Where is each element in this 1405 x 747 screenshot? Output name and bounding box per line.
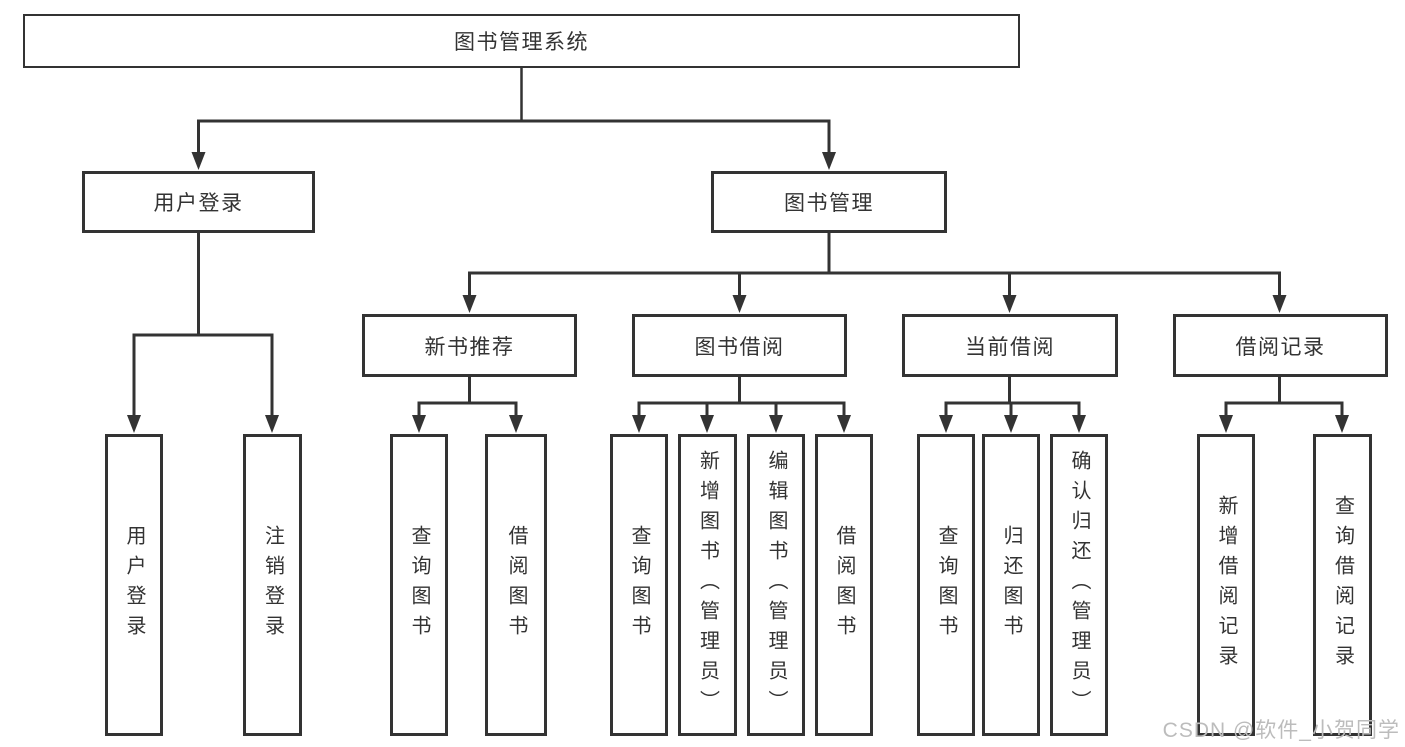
node-label: 查询借阅记录: [1331, 495, 1354, 675]
node-query-books-borrowing: 查询图书: [610, 434, 668, 736]
node-label: 借阅图书: [505, 525, 527, 645]
node-query-books-newbooks: 查询图书: [390, 434, 448, 736]
node-label: 编辑图书（管理员）: [765, 450, 787, 720]
node-label: 当前借阅: [965, 335, 1055, 359]
csdn-watermark: CSDN @软件_小贺同学: [1162, 719, 1400, 742]
edge-book-management-to-level3: [462, 231, 1287, 313]
node-label: 查询图书: [628, 525, 650, 645]
node-label: 用户登录: [153, 192, 244, 215]
node-borrow-books-borrowing: 借阅图书: [815, 434, 873, 736]
edge-root-to-level2: [191, 66, 836, 170]
edge-user-login-to-leaves: [127, 231, 279, 433]
node-label: 借阅图书: [833, 525, 855, 645]
node-edit-books-admin: 编辑图书（管理员）: [747, 434, 805, 736]
node-label: 归还图书: [1000, 525, 1022, 645]
node-label: 查询图书: [935, 525, 957, 645]
node-label: 新书推荐: [424, 335, 515, 359]
node-new-books: 新书推荐: [362, 314, 577, 377]
node-return-books: 归还图书: [982, 434, 1040, 736]
node-label: 图书管理: [784, 192, 874, 215]
node-borrowing-records: 借阅记录: [1173, 314, 1388, 377]
node-label: 新增图书（管理员）: [696, 450, 719, 720]
node-label: 用户登录: [123, 525, 145, 645]
edge-borrowing-records-to-leaves: [1219, 375, 1349, 433]
node-label: 图书借阅: [694, 335, 785, 359]
node-user-login-leaf: 用户登录: [105, 434, 163, 736]
node-label: 借阅记录: [1235, 335, 1326, 359]
node-add-books-admin: 新增图书（管理员）: [678, 434, 737, 736]
node-borrow-books-newbooks: 借阅图书: [485, 434, 547, 736]
node-current-borrowing: 当前借阅: [902, 314, 1118, 377]
edge-book-borrowing-to-leaves: [632, 375, 851, 433]
edge-current-borrowing-to-leaves: [939, 375, 1086, 433]
node-user-login: 用户登录: [82, 171, 315, 233]
node-confirm-return-admin: 确认归还（管理员）: [1050, 434, 1108, 736]
node-book-borrowing: 图书借阅: [632, 314, 847, 377]
node-label: 图书管理系统: [454, 31, 589, 54]
node-label: 查询图书: [408, 525, 430, 645]
node-label: 注销登录: [261, 525, 284, 645]
node-label: 新增借阅记录: [1215, 495, 1237, 675]
node-query-books-current: 查询图书: [917, 434, 975, 736]
node-label: 确认归还（管理员）: [1068, 450, 1090, 720]
node-add-borrow-record: 新增借阅记录: [1197, 434, 1255, 736]
node-query-borrow-record: 查询借阅记录: [1313, 434, 1372, 736]
node-logout-leaf: 注销登录: [243, 434, 302, 736]
node-book-management: 图书管理: [711, 171, 947, 233]
edge-new-books-to-leaves: [412, 375, 523, 433]
node-root: 图书管理系统: [23, 14, 1020, 68]
